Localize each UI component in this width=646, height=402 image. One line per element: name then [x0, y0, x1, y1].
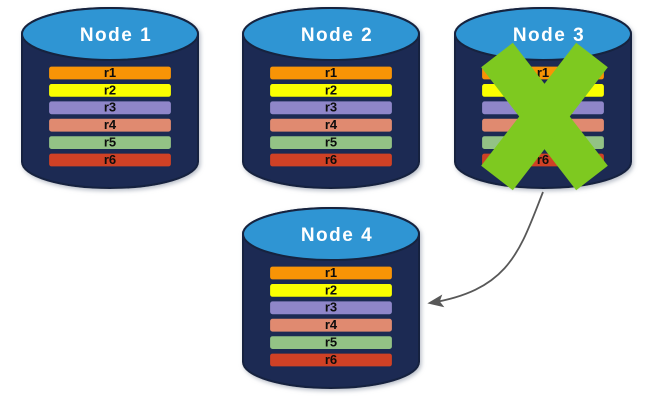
row-swatch-r6 [268, 352, 394, 368]
node-1-row-r3[interactable]: r3 [47, 100, 173, 116]
replication-arrow-layer [427, 191, 544, 308]
row-label-r1: r1 [325, 65, 337, 80]
row-label-r6: r6 [104, 152, 116, 167]
row-swatch-r4 [268, 117, 394, 133]
row-swatch-r3 [268, 300, 394, 316]
node-1-row-r1[interactable]: r1 [47, 65, 173, 81]
node-failure-cross-icon [481, 42, 608, 191]
row-label-r1: r1 [537, 65, 549, 80]
node-4-row-r3[interactable]: r3 [268, 300, 394, 316]
node-2-row-r5[interactable]: r5 [268, 135, 394, 151]
node-3-top-disc [454, 7, 632, 61]
node-2-row-r6[interactable]: r6 [268, 152, 394, 168]
row-swatch-r5 [268, 335, 394, 351]
node-3-label: Node 3 [513, 25, 585, 46]
row-swatch-r2 [268, 282, 394, 298]
replication-arrow [427, 191, 544, 308]
row-label-r2: r2 [325, 282, 337, 297]
row-label-r5: r5 [104, 135, 116, 150]
row-swatch-r6 [268, 152, 394, 168]
node-1-row-r5[interactable]: r5 [47, 135, 173, 151]
failure-cross-layer [481, 42, 608, 191]
row-label-r1: r1 [325, 265, 337, 280]
node-2-row-r2[interactable]: r2 [268, 82, 394, 99]
row-swatch-r1 [268, 65, 394, 81]
row-swatch-r3 [268, 100, 394, 116]
row-swatch-r5 [47, 135, 173, 151]
row-label-r1: r1 [104, 65, 116, 80]
row-swatch-r4 [268, 317, 394, 333]
node-4-row-r6[interactable]: r6 [268, 352, 394, 368]
row-label-r2: r2 [325, 82, 337, 97]
row-label-r4: r4 [104, 117, 117, 132]
node-1-cylinder[interactable]: Node 1 r1 r2 r3 r4 r5 r6 [21, 7, 199, 189]
row-label-r3: r3 [325, 300, 337, 315]
node-4-label: Node 4 [301, 225, 373, 246]
node-4-top-disc [242, 207, 420, 261]
node-2-top-disc [242, 7, 420, 61]
row-label-r4: r4 [325, 117, 338, 132]
node-2-row-r3[interactable]: r3 [268, 100, 394, 116]
row-label-r4: r4 [325, 317, 338, 332]
node-4-row-r4[interactable]: r4 [268, 317, 394, 333]
row-label-r6: r6 [325, 352, 337, 367]
node-2-cylinder[interactable]: Node 2 r1 r2 r3 r4 r5 r6 [242, 7, 420, 189]
node-4-cylinder[interactable]: Node 4 r1 r2 r3 r4 r5 r6 [242, 207, 420, 389]
row-label-r5: r5 [325, 335, 337, 350]
row-label-r3: r3 [325, 100, 337, 115]
row-label-r2: r2 [104, 82, 116, 97]
node-1-row-r6[interactable]: r6 [47, 152, 173, 168]
node-4-row-r5[interactable]: r5 [268, 335, 394, 351]
node-1-row-r4[interactable]: r4 [47, 117, 173, 133]
node-1-top-disc [21, 7, 199, 61]
row-swatch-r2 [268, 82, 394, 99]
row-label-r3: r3 [104, 100, 116, 115]
row-swatch-r4 [47, 117, 173, 133]
row-swatch-r5 [268, 135, 394, 151]
row-label-r6: r6 [325, 152, 337, 167]
node-1-row-r2[interactable]: r2 [47, 82, 173, 99]
node-2-row-r4[interactable]: r4 [268, 117, 394, 133]
node-4-row-r2[interactable]: r2 [268, 282, 394, 298]
row-swatch-r6 [47, 152, 173, 168]
row-swatch-r1 [268, 265, 394, 281]
row-swatch-r1 [47, 65, 173, 81]
row-swatch-r3 [47, 100, 173, 116]
node-4-row-r1[interactable]: r1 [268, 265, 394, 281]
node-2-label: Node 2 [301, 25, 373, 46]
row-swatch-r2 [47, 82, 173, 99]
cross-stroke-2 [481, 42, 608, 191]
row-label-r5: r5 [325, 135, 337, 150]
node-2-row-r1[interactable]: r1 [268, 65, 394, 81]
node-1-label: Node 1 [80, 25, 152, 46]
row-label-r6: r6 [537, 152, 549, 167]
